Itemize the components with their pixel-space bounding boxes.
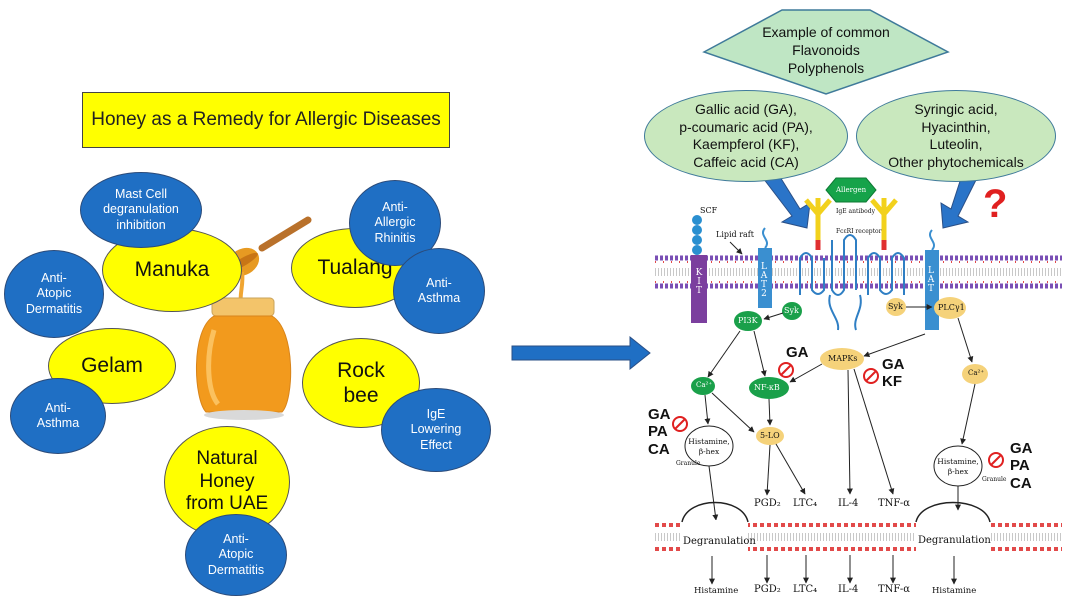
syk-right-node bbox=[886, 298, 906, 316]
title-box: Honey as a Remedy for Allergic Diseases bbox=[82, 92, 450, 148]
cell-membrane-bottom bbox=[655, 501, 1062, 556]
mapks-node bbox=[820, 348, 864, 370]
inhibitor-histamine-right-label: GA PA CA bbox=[1010, 440, 1033, 492]
five-lo-label: 5-LO bbox=[760, 431, 780, 440]
plc-node bbox=[934, 297, 966, 319]
inhibit-icon-nfkb bbox=[778, 362, 794, 378]
pgd2-bottom-label: PGD₂ bbox=[754, 584, 781, 595]
cell-membrane-top bbox=[655, 255, 1062, 289]
fceri-receptor-icon bbox=[799, 234, 905, 331]
inhibitor-mapk-label: GA KF bbox=[882, 356, 905, 391]
lat2-label: LAT2 bbox=[759, 262, 769, 298]
granule-left-label: Granule bbox=[676, 460, 701, 467]
inhibitor-nfkb-label: GA bbox=[786, 344, 809, 361]
signal-arrows bbox=[704, 304, 976, 585]
inhibitor-histamine-left-label: GA PA CA bbox=[648, 406, 671, 458]
question-mark: ? bbox=[983, 182, 1008, 226]
kit-receptor bbox=[691, 255, 707, 323]
tnf-top-label: TNF-α bbox=[878, 498, 911, 509]
degranulation-right-label: Degranulation bbox=[918, 535, 991, 546]
mapks-label: MAPKs bbox=[828, 354, 858, 363]
ige-antibody-icon bbox=[804, 198, 898, 250]
allergen-label: Allergen bbox=[836, 186, 867, 194]
pi3k-node bbox=[734, 311, 762, 331]
nfkb-node bbox=[749, 377, 789, 399]
ca-right-node bbox=[962, 364, 988, 384]
degranulation-left-label: Degranulation bbox=[683, 536, 756, 547]
rock-bee-ellipse: Rock bee bbox=[302, 338, 420, 428]
fceri-label: FcεRI receptor bbox=[836, 228, 882, 235]
inhibit-icon-histamine-right bbox=[988, 452, 1004, 468]
lipid-raft-pointer bbox=[729, 241, 743, 255]
mast-cell-ellipse: Mast Cell degranulation inhibition bbox=[80, 172, 202, 248]
asthma-ellipse-1: Anti- Asthma bbox=[393, 248, 485, 334]
scf-label: SCF bbox=[700, 206, 718, 215]
atopic-dermatitis-ellipse-2: Anti- Atopic Dermatitis bbox=[185, 514, 287, 596]
histamine-out-right-label: Histamine bbox=[932, 586, 977, 596]
syk-left-node bbox=[782, 302, 802, 320]
plc-label: PLCγ1 bbox=[938, 303, 965, 312]
il4-top-label: IL-4 bbox=[838, 498, 859, 509]
ltc4-top-label: LTC₄ bbox=[793, 498, 818, 509]
pentagon-header-text: Example of common Flavonoids Polyphenols bbox=[762, 23, 890, 77]
right-arrow-icon bbox=[511, 335, 651, 371]
ige-antibody-label: IgE antibody bbox=[836, 208, 875, 215]
tnf-bottom-label: TNF-α bbox=[878, 584, 911, 595]
lipid-raft-label: Lipid raft bbox=[716, 230, 754, 239]
histamine-out-left-label: Histamine bbox=[694, 586, 739, 596]
ca-right-label: Ca²⁺ bbox=[968, 369, 985, 377]
lat-label: LAT bbox=[926, 266, 936, 293]
ca-left-label: Ca²⁺ bbox=[696, 381, 713, 389]
allergen-icon bbox=[825, 177, 877, 203]
inhibit-icon-mapk bbox=[863, 368, 879, 384]
histamine-left-label: Histamine, β-hex bbox=[688, 437, 730, 456]
granule-right-label: Granule bbox=[982, 476, 1007, 483]
compounds-right-ellipse: Syringic acid, Hyacinthin, Luteolin, Oth… bbox=[856, 90, 1056, 182]
ltc4-bottom-label: LTC₄ bbox=[793, 584, 818, 595]
il4-bottom-label: IL-4 bbox=[838, 584, 859, 595]
honey-jar-icon bbox=[195, 297, 292, 420]
histamine-right-label: Histamine, β-hex bbox=[937, 457, 979, 476]
pentagon-shape bbox=[702, 9, 950, 95]
syk-left-label: Syk bbox=[784, 306, 799, 315]
lat2-adaptor bbox=[758, 248, 772, 308]
down-arrow-right-icon bbox=[940, 171, 978, 229]
atopic-dermatitis-ellipse-1: Anti- Atopic Dermatitis bbox=[4, 250, 104, 338]
ca-left-node bbox=[691, 377, 715, 395]
pi3k-label: PI3K bbox=[738, 316, 758, 325]
five-lo-node bbox=[756, 427, 784, 445]
pgd2-top-label: PGD₂ bbox=[754, 498, 781, 509]
syk-right-label: Syk bbox=[888, 302, 903, 311]
ige-lowering-ellipse: IgE Lowering Effect bbox=[381, 388, 491, 472]
scf-ligand-icon bbox=[692, 215, 702, 255]
inhibit-icon-histamine-left bbox=[672, 416, 688, 432]
compounds-left-ellipse: Gallic acid (GA), p-coumaric acid (PA), … bbox=[644, 90, 848, 182]
gelam-ellipse: Gelam bbox=[48, 328, 176, 404]
nfkb-label: NF-κB bbox=[754, 383, 780, 392]
asthma-ellipse-2: Anti- Asthma bbox=[10, 378, 106, 454]
kit-label: KIT bbox=[694, 268, 704, 295]
